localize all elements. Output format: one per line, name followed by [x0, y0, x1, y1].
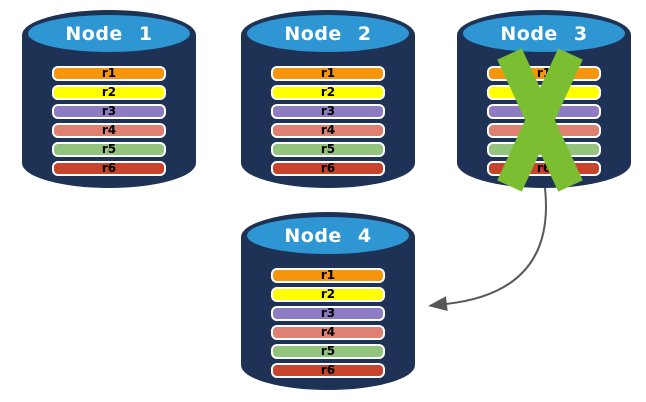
replica-row-r2: r2: [271, 85, 385, 100]
replica-rows-container: r1 r2 r3 r4 r5 r6: [241, 268, 415, 382]
node-label: Node 2: [284, 23, 372, 45]
replica-row-r5: r5: [52, 142, 166, 157]
replica-row-r4: r4: [271, 123, 385, 138]
replica-row-r3: r3: [52, 104, 166, 119]
db-node-2: Node 2 r1 r2 r3 r4 r5 r6: [241, 10, 415, 188]
replica-row-r1: r1: [52, 66, 166, 81]
replica-row-r3: r3: [271, 104, 385, 119]
replica-row-r4: r4: [271, 325, 385, 340]
node-label: Node 4: [284, 225, 372, 247]
cylinder-top: Node 3: [457, 10, 631, 60]
cylinder-top-face: [28, 15, 190, 52]
replica-row-r5: r5: [271, 344, 385, 359]
replica-row-r1: r1: [271, 268, 385, 283]
replica-row-r6: r6: [271, 363, 385, 378]
replica-row-r2: r2: [52, 85, 166, 100]
replica-row-r2: r2: [271, 287, 385, 302]
replica-row-r6: r6: [271, 161, 385, 176]
db-node-4: Node 4 r1 r2 r3 r4 r5 r6: [241, 212, 415, 390]
cylinder-top: Node 1: [22, 10, 196, 60]
x-mark-icon: [497, 48, 583, 192]
replica-rows-container: r1 r2 r3 r4 r5 r6: [22, 66, 196, 180]
replica-rows-container: r1 r2 r3 r4 r5 r6: [241, 66, 415, 180]
cylinder-top-face: [247, 15, 409, 52]
cylinder-top-face: [463, 15, 625, 52]
replica-row-r6: r6: [52, 161, 166, 176]
cylinder-top: Node 4: [241, 212, 415, 262]
replica-row-r1: r1: [271, 66, 385, 81]
node-label: Node 1: [65, 23, 153, 45]
replica-row-r3: r3: [271, 306, 385, 321]
cylinder-top: Node 2: [241, 10, 415, 60]
cylinder-top-face: [247, 217, 409, 254]
replica-row-r4: r4: [52, 123, 166, 138]
db-node-1: Node 1 r1 r2 r3 r4 r5 r6: [22, 10, 196, 188]
replica-row-r5: r5: [271, 142, 385, 157]
node-label: Node 3: [500, 23, 588, 45]
